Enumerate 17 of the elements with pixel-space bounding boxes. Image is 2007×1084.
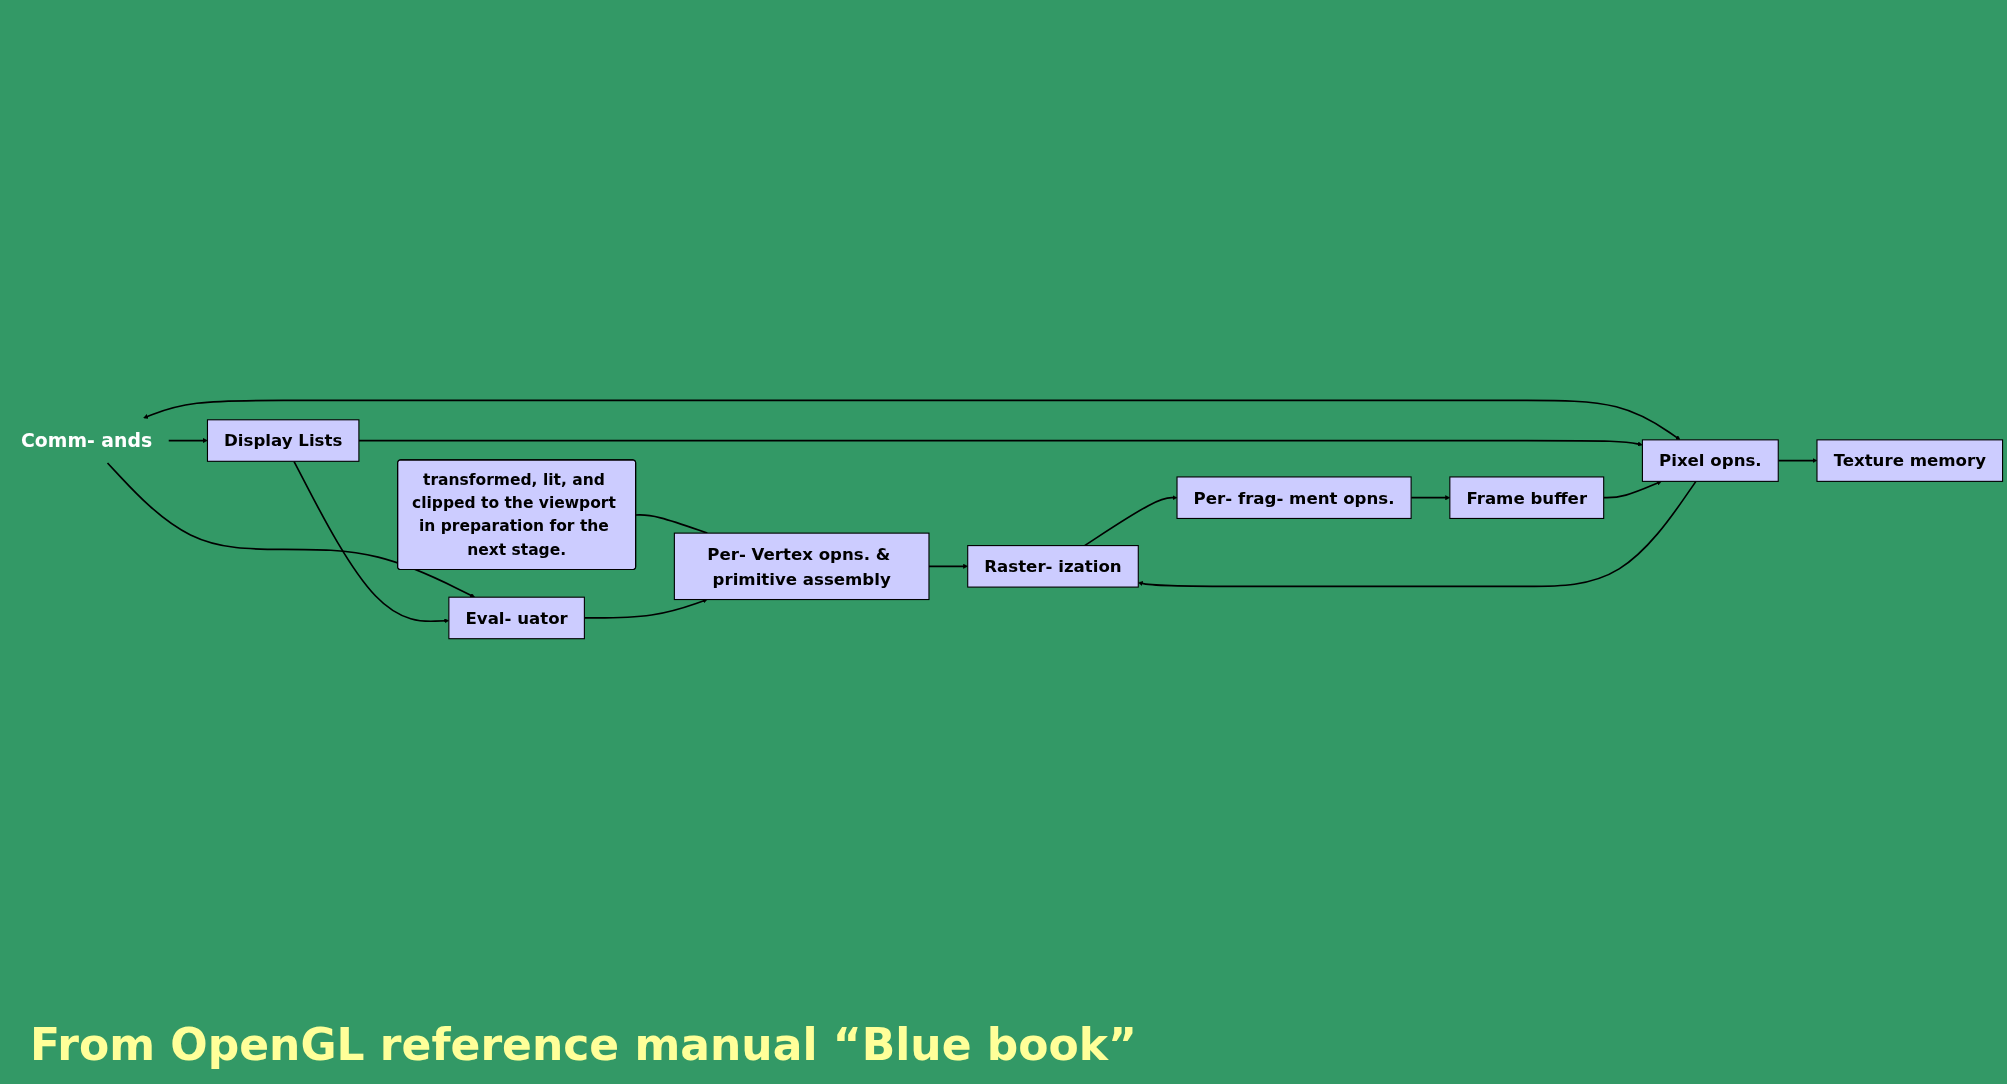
- arrow: [358, 439, 1643, 447]
- node-box: Display Lists: [206, 419, 360, 462]
- node-box: Raster- ization: [967, 544, 1139, 588]
- node-text: Comm- ands: [21, 429, 153, 452]
- arrow: [143, 399, 1681, 440]
- arrow: [167, 438, 208, 443]
- arrow: [1138, 480, 1697, 588]
- node-box: Per- frag- ment opns.: [1176, 476, 1412, 519]
- node-box: Eval- uator: [448, 596, 585, 640]
- node-box: Per- Vertex opns. & primitive assembly: [673, 532, 930, 601]
- arrow: [928, 563, 968, 569]
- node-box: Texture memory: [1816, 439, 2004, 482]
- caption: From OpenGL reference manual “Blue book”: [30, 1019, 1137, 1070]
- node-box: Pixel opns.: [1641, 439, 1779, 482]
- node-box: Frame buffer: [1449, 476, 1605, 519]
- arrow: [106, 462, 475, 598]
- arrow: [1083, 495, 1178, 547]
